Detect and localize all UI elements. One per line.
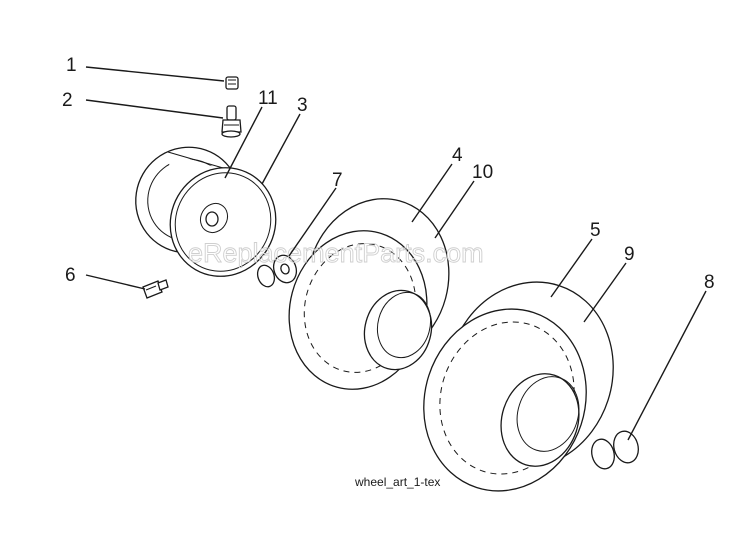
callout-1: 1 (66, 55, 77, 76)
diagram-caption: wheel_art_1-tex (354, 475, 440, 489)
part-hub-cap (591, 430, 639, 470)
callout-5: 5 (590, 220, 601, 241)
part-wheel-rim (135, 146, 277, 277)
watermark-text: eReplacementParts.com (188, 238, 484, 268)
part-bushing (256, 254, 298, 288)
part-rear-tire (420, 281, 614, 495)
part-valve-stem (221, 105, 242, 138)
part-valve-cap (225, 76, 239, 90)
callout-9: 9 (624, 244, 635, 265)
part-screw (142, 279, 169, 299)
leader-lines (85, 66, 707, 441)
callout-10: 10 (472, 162, 493, 183)
callout-8: 8 (704, 272, 715, 293)
part-front-tire (288, 198, 450, 396)
callout-3: 3 (297, 95, 308, 116)
callout-4: 4 (452, 145, 463, 166)
callout-7: 7 (332, 170, 343, 191)
callout-6: 6 (65, 265, 76, 286)
callout-11: 11 (258, 88, 278, 109)
callout-2: 2 (62, 90, 73, 111)
